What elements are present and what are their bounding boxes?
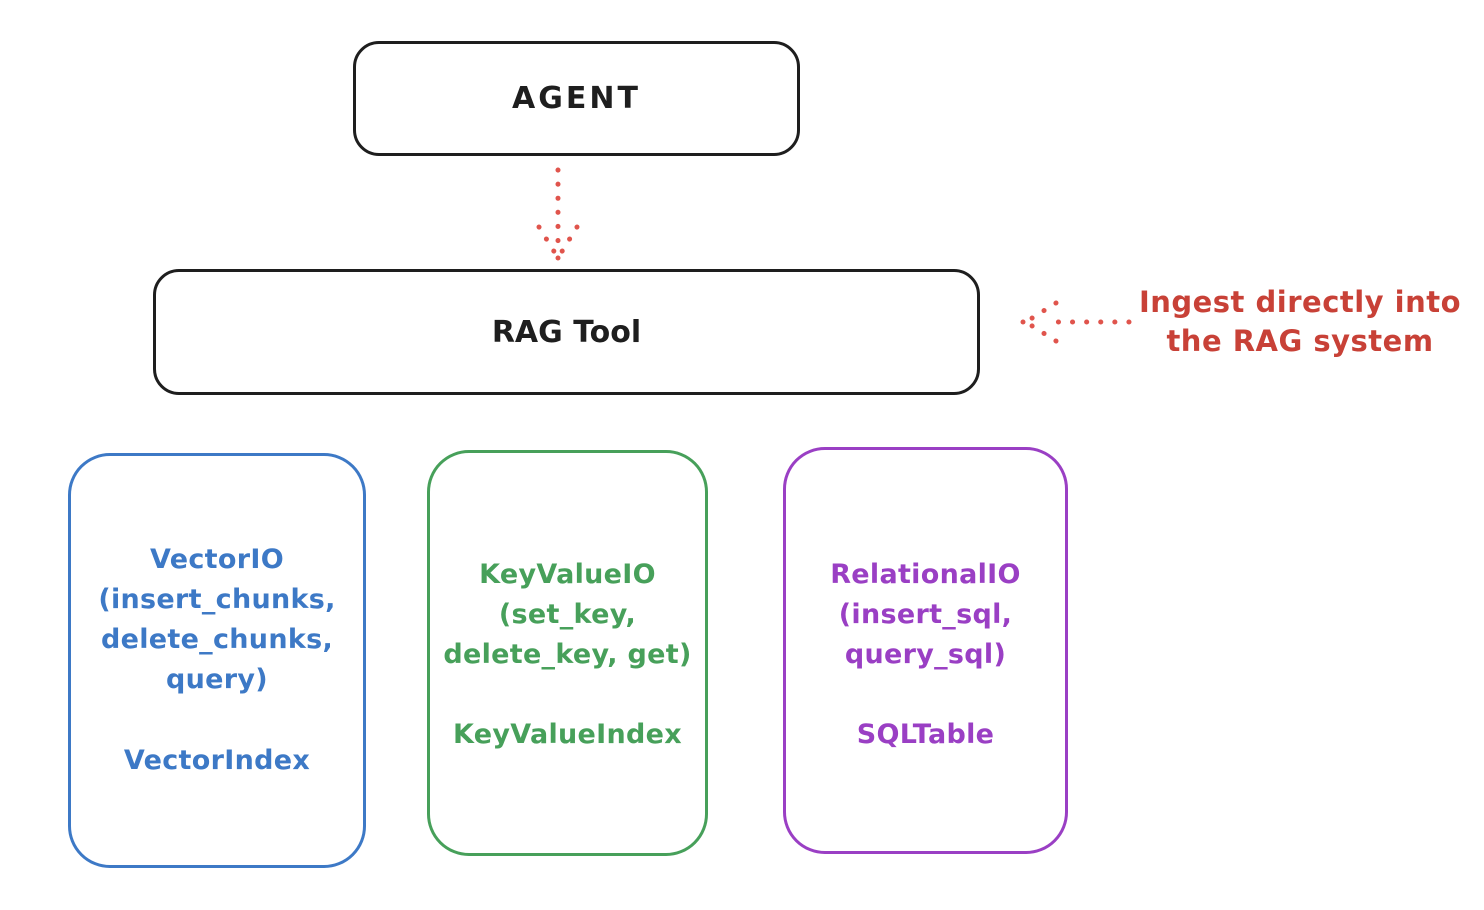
- key-value-io-title-line: KeyValueIO: [479, 559, 656, 590]
- key-value-index-label: KeyValueIndex: [452, 719, 682, 750]
- key-value-io-node: KeyValueIO (set_key, delete_key, get) Ke…: [427, 450, 708, 856]
- spacer: [786, 675, 1065, 715]
- relational-io-title-line: (insert_sql,: [838, 599, 1013, 630]
- sql-table-label: SQLTable: [856, 719, 995, 750]
- spacer: [71, 700, 363, 741]
- vector-io-node: VectorIO (insert_chunks, delete_chunks, …: [68, 453, 366, 868]
- ingest-annotation: Ingest directly into the RAG system: [1125, 283, 1475, 361]
- vector-io-title-line: query): [166, 664, 268, 695]
- vector-index-label: VectorIndex: [123, 745, 311, 776]
- annotation-to-rag-tool-arrow: [1020, 300, 1132, 344]
- rag-tool-label: RAG Tool: [491, 314, 642, 350]
- vector-io-title-line: (insert_chunks,: [98, 584, 336, 615]
- ingest-annotation-line2: the RAG system: [1166, 324, 1434, 358]
- relational-io-title-line: query_sql): [844, 639, 1007, 670]
- relational-io-node: RelationalIO (insert_sql, query_sql) SQL…: [783, 447, 1068, 854]
- vector-io-title-line: VectorIO: [150, 544, 284, 575]
- ingest-annotation-line1: Ingest directly into: [1138, 285, 1462, 319]
- key-value-io-title-line: delete_key, get): [443, 639, 692, 670]
- rag-tool-node: RAG Tool: [153, 269, 980, 395]
- key-value-io-title-line: (set_key,: [498, 599, 637, 630]
- vector-io-title-line: delete_chunks,: [100, 624, 334, 655]
- agent-to-rag-tool-arrow: [536, 167, 580, 261]
- relational-io-title-line: RelationalIO: [830, 559, 1021, 590]
- agent-label: AGENT: [512, 81, 641, 116]
- agent-node: AGENT: [353, 41, 800, 156]
- spacer: [430, 675, 705, 715]
